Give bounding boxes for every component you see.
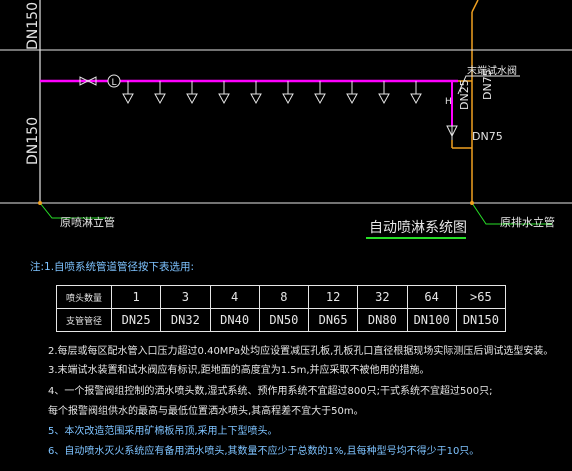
sprinkler-head-icon — [282, 81, 294, 105]
gate-valve-icon — [79, 76, 97, 86]
left-riser-label: 原喷淋立管 — [60, 215, 115, 229]
table-cell: DN65 — [307, 308, 359, 332]
note-2: 2.每层或每区配水管入口压力超过0.40MPa处均应设置减压孔板,孔板孔口直径根… — [48, 346, 554, 357]
dn150-upper-label: DN150 — [25, 2, 41, 50]
sprinkler-head-icon — [250, 81, 262, 105]
table-cell: DN25 — [110, 308, 162, 332]
dn75-vertical-label: DN75 — [481, 69, 494, 100]
dn150-lower-label: DN150 — [25, 117, 41, 165]
dn25-label: DN25 — [458, 79, 471, 110]
note-6: 6、自动喷水灭火系统应有备用洒水喷头,其数量不应少于总数的1%,且每种型号均不得… — [48, 446, 480, 457]
right-riser-upper — [471, 0, 479, 13]
note-1: 注:1.自喷系统管道管径按下表选用: — [30, 261, 195, 273]
table-cell: 12 — [307, 285, 359, 309]
test-valve-label: 末端试水阀 — [467, 64, 517, 77]
table-header-sizes: 支管管径 — [56, 308, 112, 332]
sprinkler-head-icon — [378, 81, 390, 105]
left-riser-node — [38, 201, 42, 205]
sprinkler-heads — [122, 81, 422, 105]
right-riser-label: 原排水立管 — [500, 215, 555, 229]
h-mark-label: H — [445, 97, 452, 107]
note-3: 3.末端试水装置和试水阀应有标识,距地面的高度宜为1.5m,并应采取不被他用的措… — [48, 365, 430, 376]
table-cell: DN150 — [455, 308, 507, 332]
left-riser-leader — [39, 202, 112, 219]
flow-indicator-icon — [107, 74, 121, 88]
right-riser-node — [470, 201, 474, 205]
sprinkler-head-icon — [314, 81, 326, 105]
table-row: 支管管径 DN25 DN32 DN40 DN50 DN65 DN80 DN100… — [56, 308, 507, 332]
table-cell: >65 — [455, 285, 507, 309]
table-cell: 3 — [160, 285, 211, 309]
diagram-title: 自动喷淋系统图 — [369, 220, 467, 236]
dn75-label: DN75 — [472, 130, 503, 143]
table-cell: 1 — [110, 285, 162, 309]
table-cell: DN50 — [258, 308, 310, 332]
note-4: 4、一个报警阀组控制的洒水喷头数,湿式系统、预作用系统不宜超过800只;干式系统… — [48, 386, 493, 397]
sprinkler-head-icon — [218, 81, 230, 105]
table-cell: 64 — [406, 285, 457, 309]
test-valve-leader — [457, 75, 520, 95]
table-cell: 32 — [357, 285, 408, 309]
table-cell: DN32 — [160, 308, 211, 332]
table-header-heads: 喷头数量 — [56, 285, 112, 309]
table-cell: DN40 — [209, 308, 260, 332]
note-4b: 每个报警阀组供水的最高与最低位置洒水喷头,其高程差不宜大于50m。 — [48, 406, 364, 417]
sprinkler-head-icon — [410, 81, 422, 105]
table-cell: DN100 — [406, 308, 457, 332]
table-cell: DN80 — [357, 308, 408, 332]
sprinkler-head-icon — [186, 81, 198, 105]
table-cell: 8 — [258, 285, 310, 309]
pipe-size-table: 喷头数量 1 3 4 8 12 32 64 >65 支管管径 DN25 DN32… — [56, 285, 507, 332]
sprinkler-head-icon — [122, 81, 134, 105]
table-cell: 4 — [209, 285, 260, 309]
table-row: 喷头数量 1 3 4 8 12 32 64 >65 — [56, 285, 507, 309]
sprinkler-head-icon — [346, 81, 358, 105]
sprinkler-head-icon — [154, 81, 166, 105]
note-5: 5、本次改造范围采用矿棉板吊顶,采用上下型喷头。 — [48, 426, 278, 437]
test-sprinkler-icon — [446, 125, 458, 140]
right-riser-leader — [471, 202, 552, 225]
valve-l-label: L — [111, 78, 116, 88]
